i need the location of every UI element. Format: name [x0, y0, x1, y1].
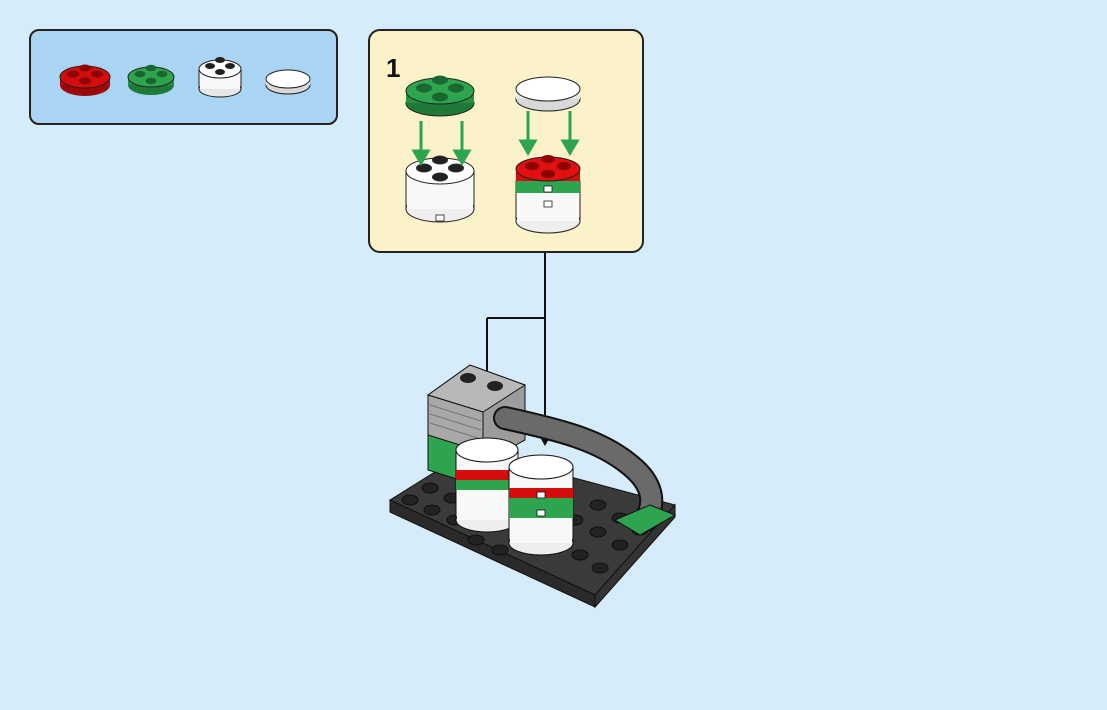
- barrel-right: [509, 455, 573, 555]
